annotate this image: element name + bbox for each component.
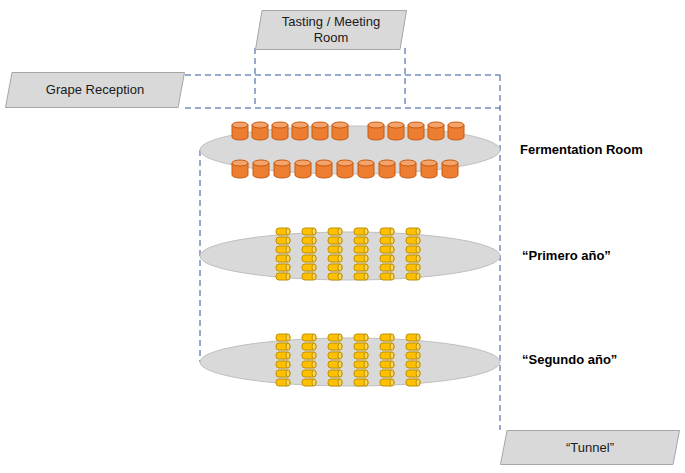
floor-label: “Primero año” bbox=[522, 248, 611, 263]
parallelogram-box: Tasting / Meeting Room bbox=[255, 10, 407, 50]
box-label: “Tunnel” bbox=[566, 440, 614, 456]
box-label: Grape Reception bbox=[46, 82, 144, 98]
floor-label: “Segundo año” bbox=[522, 352, 617, 367]
floor-label: Fermentation Room bbox=[520, 142, 643, 157]
box-label: Tasting / Meeting Room bbox=[268, 14, 394, 45]
parallelogram-box: “Tunnel” bbox=[500, 430, 680, 465]
barrels bbox=[232, 122, 464, 386]
dashed-volume bbox=[185, 48, 500, 430]
floor-ellipses bbox=[200, 126, 500, 386]
parallelogram-box: Grape Reception bbox=[5, 72, 185, 108]
